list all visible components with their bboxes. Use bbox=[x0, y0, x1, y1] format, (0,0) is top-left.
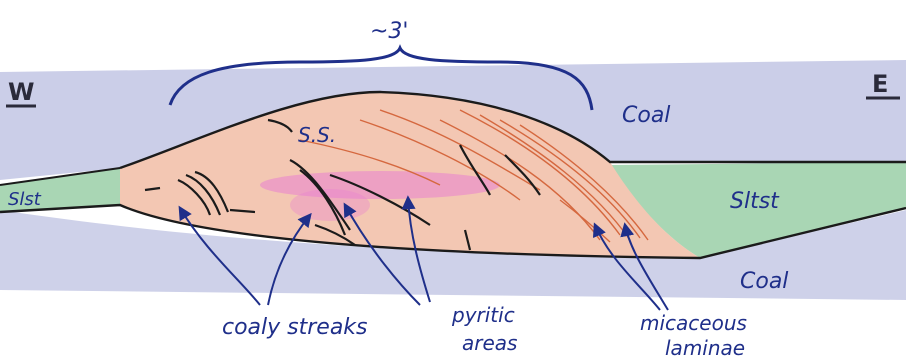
west-label: W bbox=[8, 78, 34, 106]
coal-upper-label: Coal bbox=[622, 103, 670, 128]
coaly-streaks-label: coaly streaks bbox=[222, 315, 368, 340]
east-label: E bbox=[872, 70, 888, 98]
micaceous-laminae-label-1: micaceous bbox=[640, 311, 747, 335]
pyritic-area bbox=[260, 171, 500, 199]
sandstone-label: S.S. bbox=[298, 123, 336, 147]
pyritic-areas-label-1: pyritic bbox=[451, 303, 515, 327]
pyritic-areas-label-2: areas bbox=[462, 331, 517, 355]
micaceous-laminae-label-2: laminae bbox=[665, 336, 745, 360]
coal-lower-label: Coal bbox=[740, 269, 788, 294]
siltstone-right-label: Sltst bbox=[730, 189, 780, 214]
scale-label: ~3' bbox=[370, 19, 408, 44]
siltstone-left-label: Slst bbox=[8, 189, 42, 210]
